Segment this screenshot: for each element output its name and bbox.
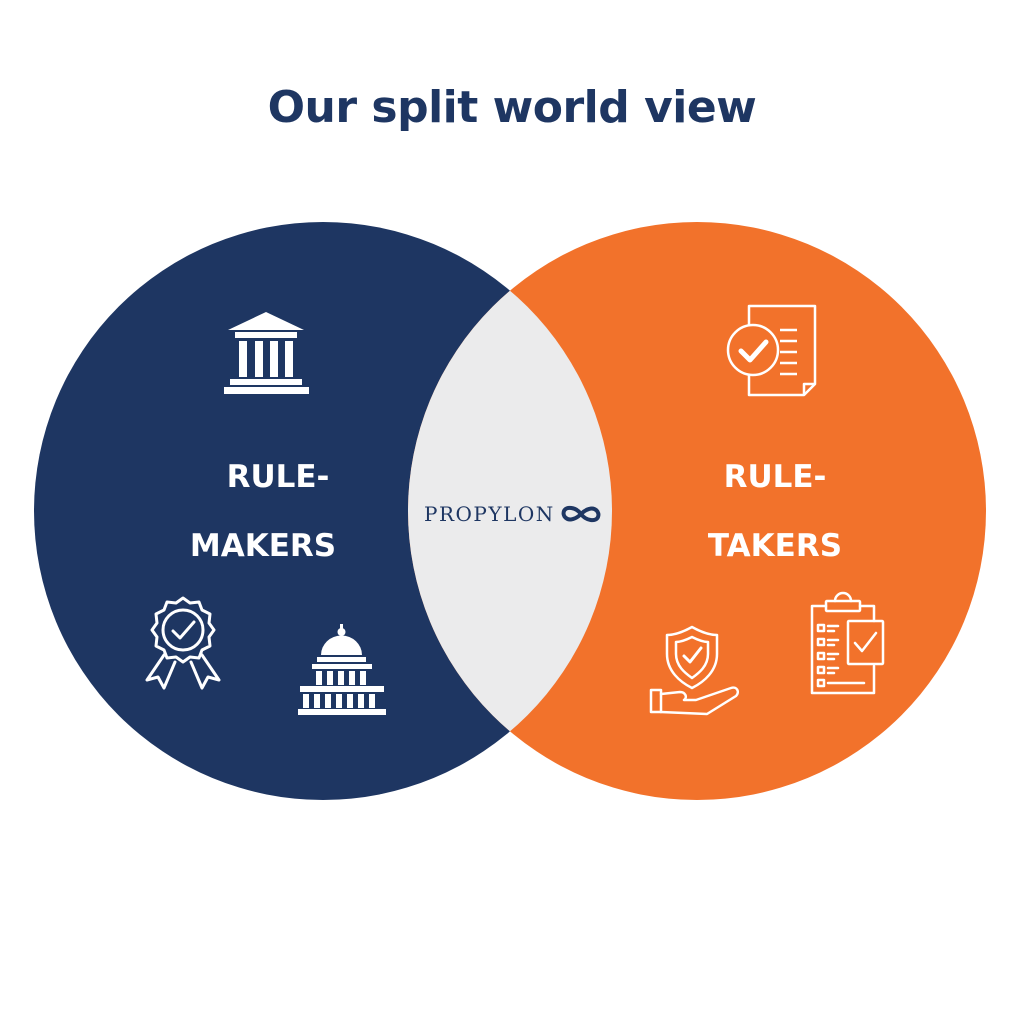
page-title: Our split world view [267, 82, 757, 133]
checked-document-icon [726, 304, 817, 397]
infinity-logo-icon [561, 505, 601, 523]
brand-name: PROPYLON [424, 502, 555, 526]
clipboard-checklist-icon [810, 591, 885, 695]
shield-hand-icon [649, 625, 740, 716]
rule-makers-label-line2: MAKERS [189, 528, 337, 564]
award-ribbon-icon [145, 596, 221, 690]
propylon-logo: PROPYLON [424, 500, 601, 528]
rule-takers-label-line1: RULE- [723, 459, 827, 495]
capitol-building-icon [298, 624, 386, 715]
rule-makers-label-line1: RULE- [226, 459, 330, 495]
courthouse-icon [224, 312, 309, 394]
overlap-region [408, 222, 612, 800]
rule-takers-label-line2: TAKERS [707, 528, 843, 564]
